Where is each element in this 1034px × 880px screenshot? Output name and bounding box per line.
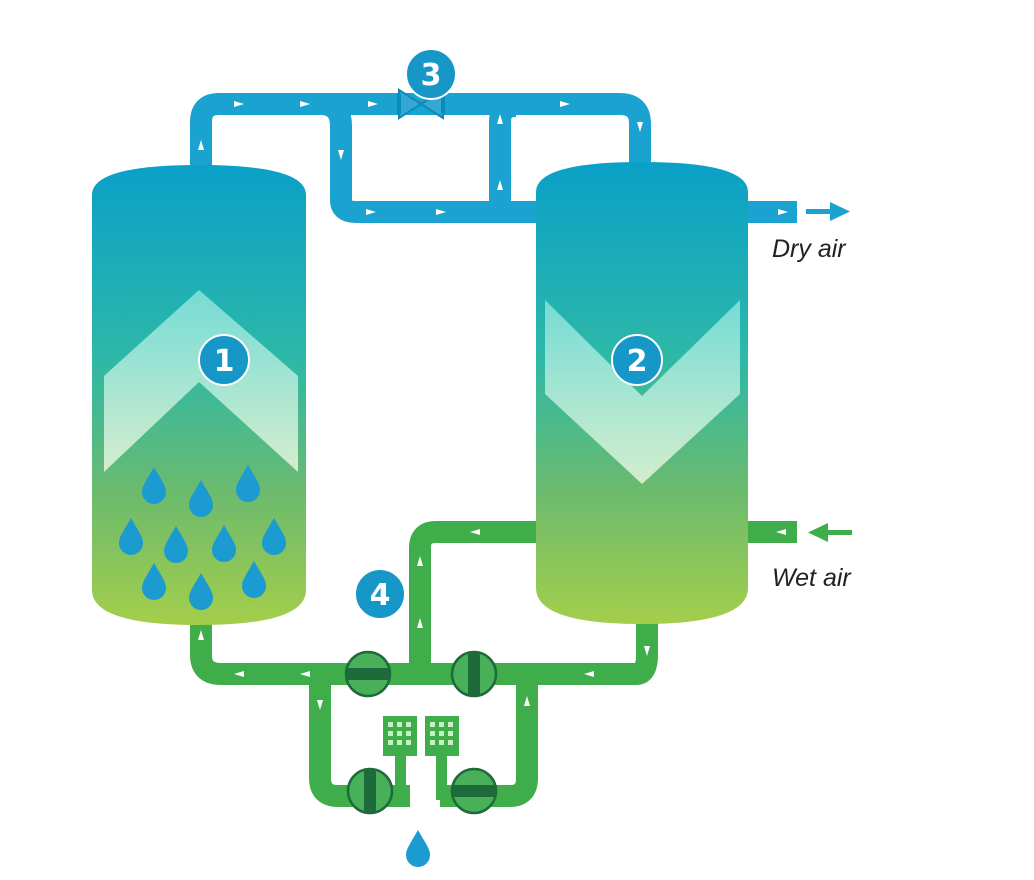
purge-piping [190, 521, 797, 807]
valve-icon [450, 650, 498, 698]
tank-2 [536, 162, 748, 624]
callout-2: 2 [611, 334, 663, 386]
droplet-icon [212, 525, 236, 562]
flow-markers [198, 101, 788, 710]
droplet-icon [142, 467, 166, 504]
droplet-icon [406, 830, 430, 867]
svg-text:2: 2 [627, 344, 648, 379]
moisture-droplets [119, 465, 286, 610]
arrow-left-icon [808, 523, 852, 542]
droplet-icon [242, 561, 266, 598]
muffler-icon [383, 716, 417, 800]
svg-text:3: 3 [421, 58, 442, 93]
svg-text:1: 1 [214, 344, 235, 379]
arrow-right-icon [806, 202, 850, 221]
chevron-up-icon [104, 290, 298, 472]
droplet-icon [164, 526, 188, 563]
droplet-icon [119, 518, 143, 555]
valve-icon [346, 767, 394, 815]
valve-icon [344, 650, 392, 698]
droplet-icon [142, 563, 166, 600]
droplet-icon [262, 518, 286, 555]
droplet-icon [189, 480, 213, 517]
droplet-icon [189, 573, 213, 610]
svg-text:4: 4 [370, 578, 391, 613]
callout-1: 1 [198, 334, 250, 386]
callout-3: 3 [405, 48, 457, 100]
muffler-icon [425, 716, 459, 800]
valve-icon [450, 767, 498, 815]
droplet-icon [236, 465, 260, 502]
chevron-down-icon [545, 300, 740, 484]
callout-4: 4 [354, 568, 406, 620]
dry-air-label: Dry air [772, 235, 847, 263]
wet-air-label: Wet air [772, 564, 852, 592]
tank-1 [92, 165, 306, 625]
